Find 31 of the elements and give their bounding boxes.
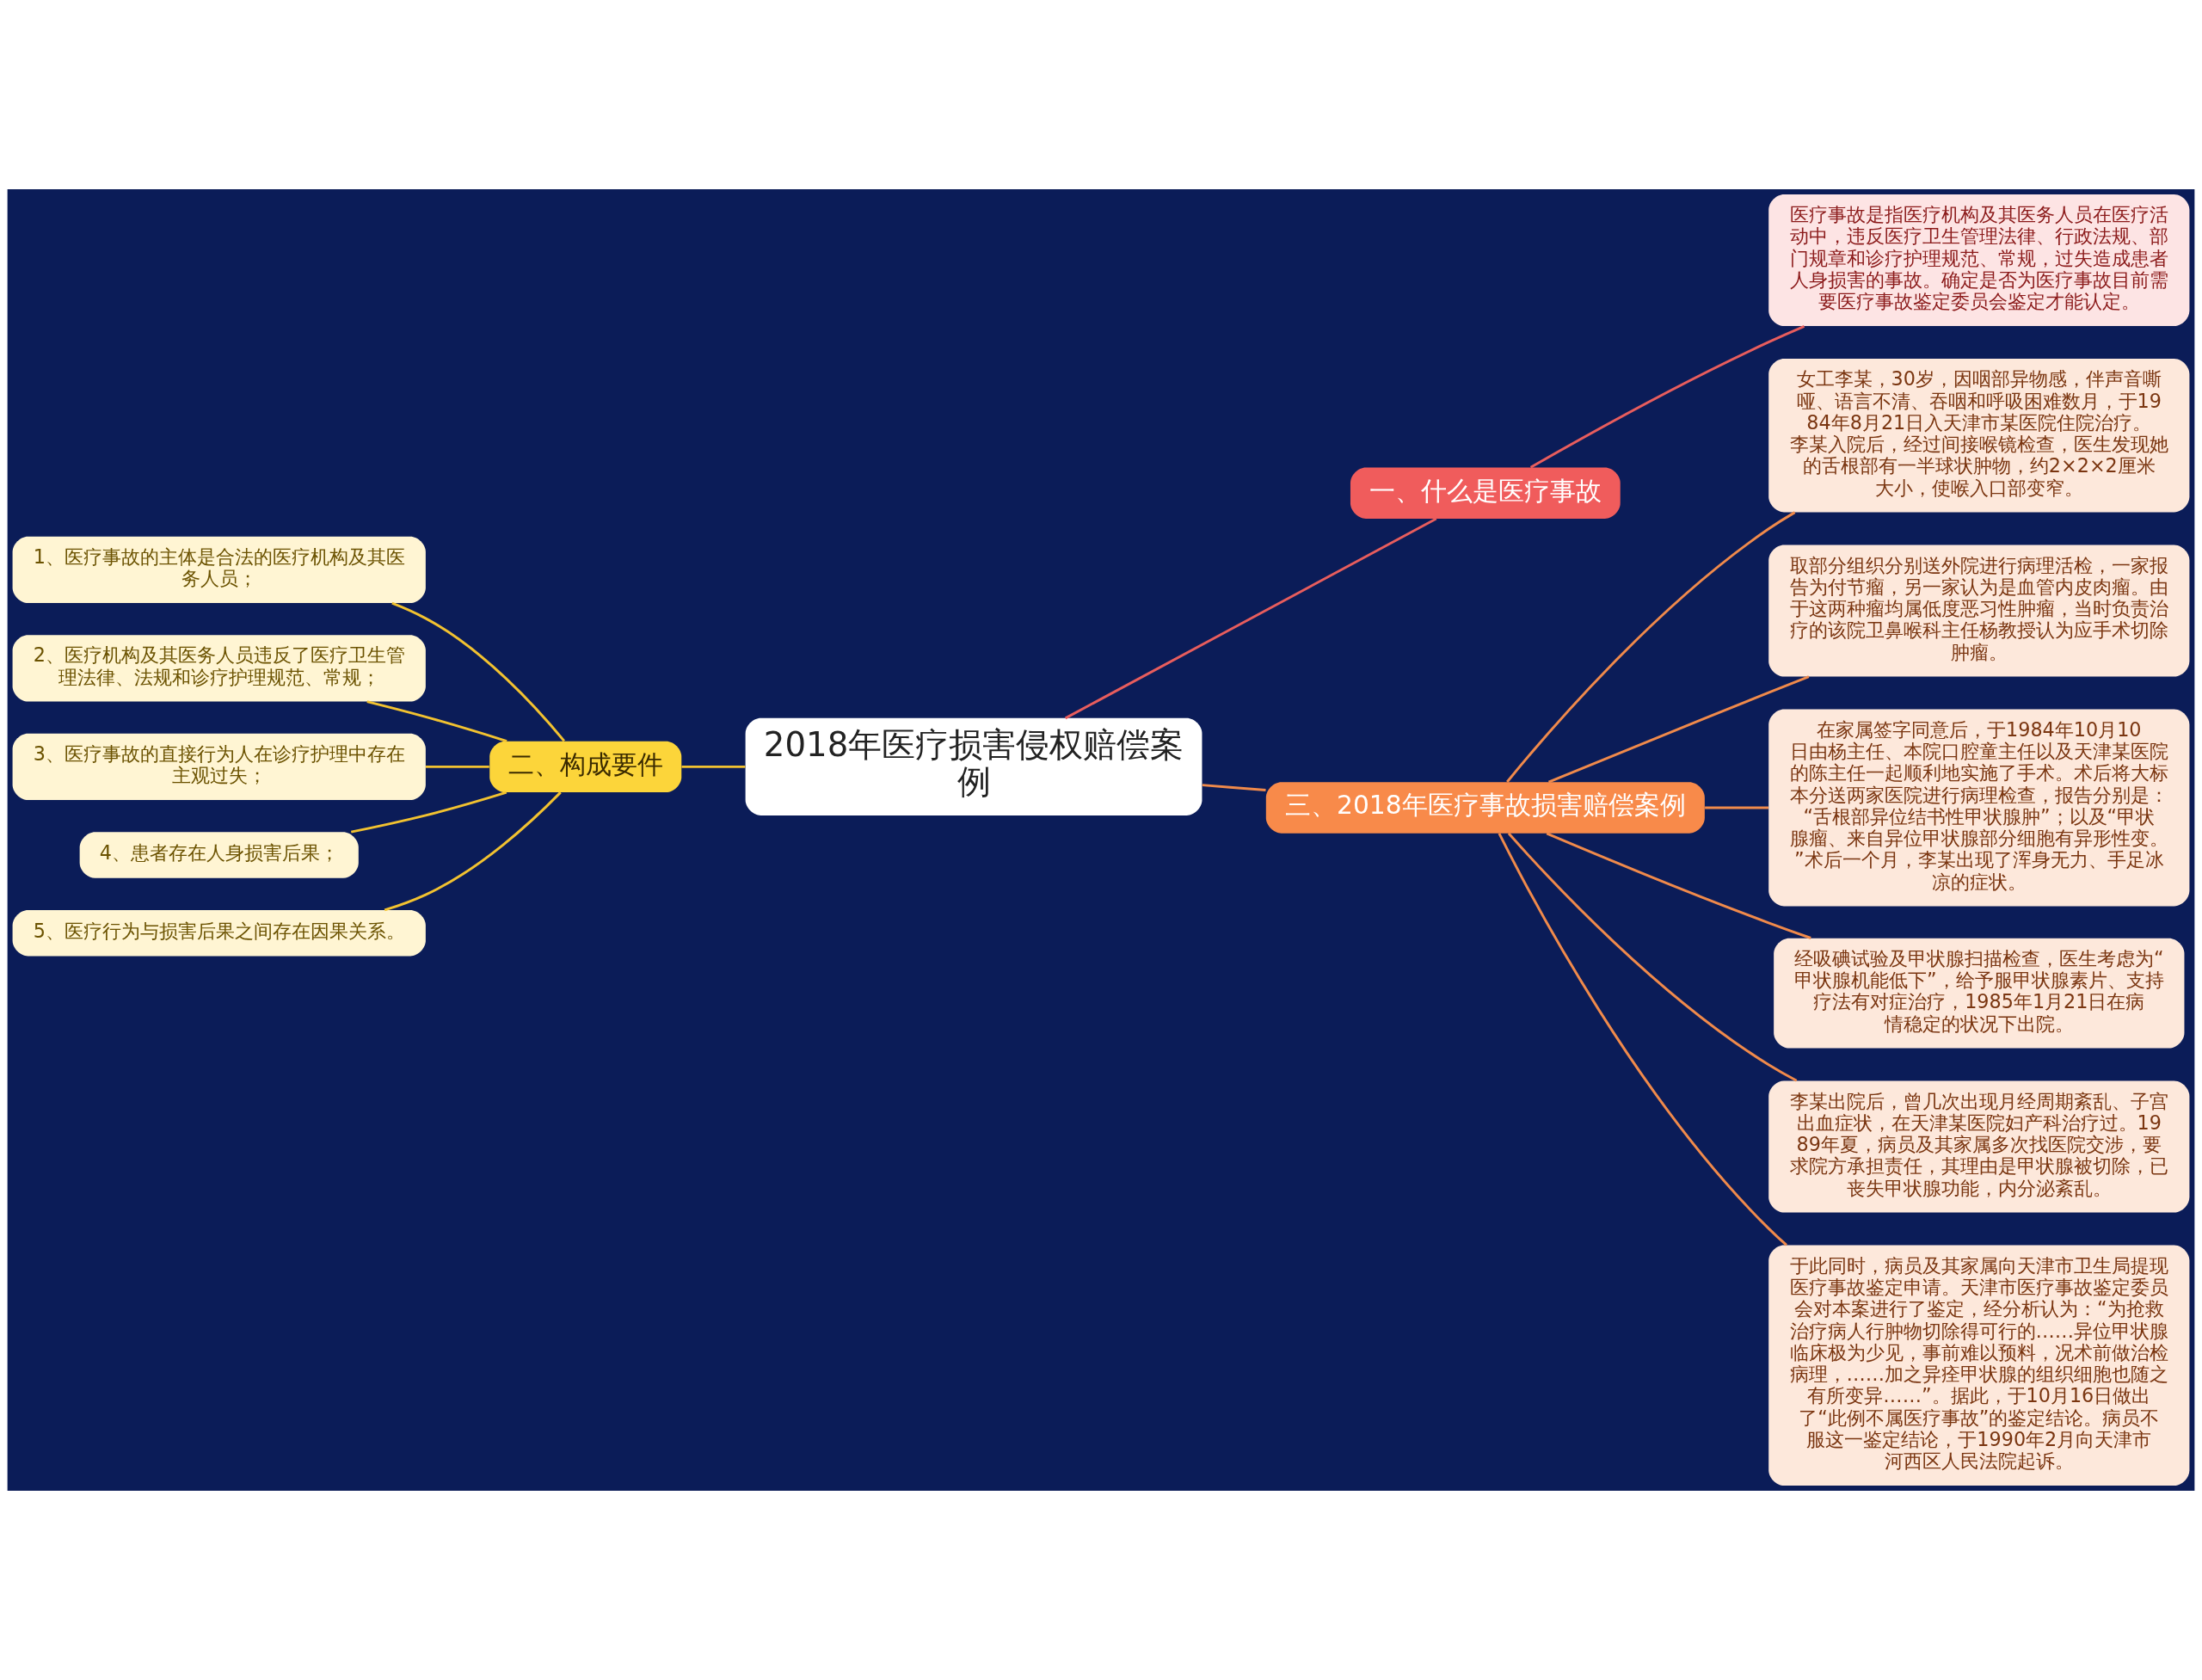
node-box: 医疗事故是指医疗机构及其医务人员在医疗活动中，违反医疗卫生管理法律、行政法规、部门规章和诊疗护理规范、常规，过失造成患者人身损害的事故。确定是否为医疗事故目前需要医疗事故鉴定委员会鉴定才能认定。 [1768, 194, 2190, 327]
connector [425, 765, 489, 768]
connector [350, 791, 507, 834]
connector [384, 791, 562, 912]
node-box: 李某出院后，曾几次出现月经周期紊乱、子宫出血症状，在天津某医院妇产科治疗过。1989年夏，病员及其家属多次找医院交涉，要求院方承担责任，其理由是甲状腺被切除，已丧失甲状腺功能，内分泌紊乱。 [1768, 1080, 2190, 1213]
connector [1064, 517, 1437, 720]
node-box: 2、医疗机构及其医务人员违反了医疗卫生管理法律、法规和诊疗护理规范、常规； [12, 635, 426, 702]
connector [1506, 511, 1796, 783]
node-box: 3、医疗事故的直接行为人在诊疗护理中存在主观过失； [12, 733, 426, 801]
connector [1202, 784, 1266, 792]
node-box: 2018年医疗损害侵权赔偿案例 [745, 717, 1202, 815]
node-box: 4、患者存在人身损害后果； [79, 832, 359, 878]
connector [1529, 325, 1805, 469]
node-box: 1、医疗事故的主体是合法的医疗机构及其医务人员； [12, 536, 426, 604]
node-box: 一、什么是医疗事故 [1350, 467, 1621, 519]
connector [1507, 832, 1798, 1082]
connector [1547, 675, 1810, 784]
node-box: 女工李某，30岁，因咽部异物感，伴声音嘶哑、语言不清、吞咽和呼吸困难数月，于1984年8月21日入天津市某医院住院治疗。李某入院后，经过间接喉镜检查，医生发现她的舌根部有一半球状肿物，约2×2×2厘米大小，使喉入口部变窄。 [1768, 359, 2190, 513]
node-box: 于此同时，病员及其家属向天津市卫生局提现医疗事故鉴定申请。天津市医疗事故鉴定委员会对本案进行了鉴定，经分析认为：“为抢救治疗病人行肿物切除得可行的……异位甲状腺临床极为少见，事前难以预料，况术前做治检病理，……加之异痊甲状腺的组织细胞也随之有所变异……”。据此，于10月16日做出了“此例不属医疗事故”的鉴定结论。病员不服这一鉴定结论，于1990年2月向天津市河西区人民法院起诉。 [1768, 1245, 2190, 1486]
node-box: 5、医疗行为与损害后果之间存在因果关系。 [12, 909, 426, 957]
connector [681, 765, 746, 768]
node-box: 在家属签字同意后，于1984年10月10日由杨主任、本院口腔童主任以及天津某医院的陈主任一起顺利地实施了手术。术后将大标本分送两家医院进行病理检查，报告分别是：“舌根部异位结书性甲状腺肿”；以及“甲状腺瘤、来自异位甲状腺部分细胞有异形性变。”术后一个月，李某出现了浑身无力、手足冰凉的症状。 [1768, 709, 2190, 907]
connector [1705, 806, 1768, 809]
connector [391, 601, 565, 742]
node-box: 取部分组织分别送外院进行病理活检，一家报告为付节瘤，另一家认为是血管内皮肉瘤。由于这两种瘤均属低度恶习性肿瘤，当时负责治疗的该院卫鼻喉科主任杨教授认为应手术切除肿瘤。 [1768, 545, 2190, 677]
connector [1546, 832, 1811, 939]
node-box: 经吸碘试验及甲状腺扫描检查，医生考虑为“甲状腺机能低下”，给予服甲状腺素片、支持疗法有对症治疗，1985年1月21日在病情稳定的状况下出院。 [1774, 938, 2185, 1049]
node-box: 二、构成要件 [489, 741, 682, 793]
connector [1498, 833, 1787, 1246]
node-box: 三、2018年医疗事故损害赔偿案例 [1265, 782, 1705, 834]
connector [366, 700, 507, 742]
